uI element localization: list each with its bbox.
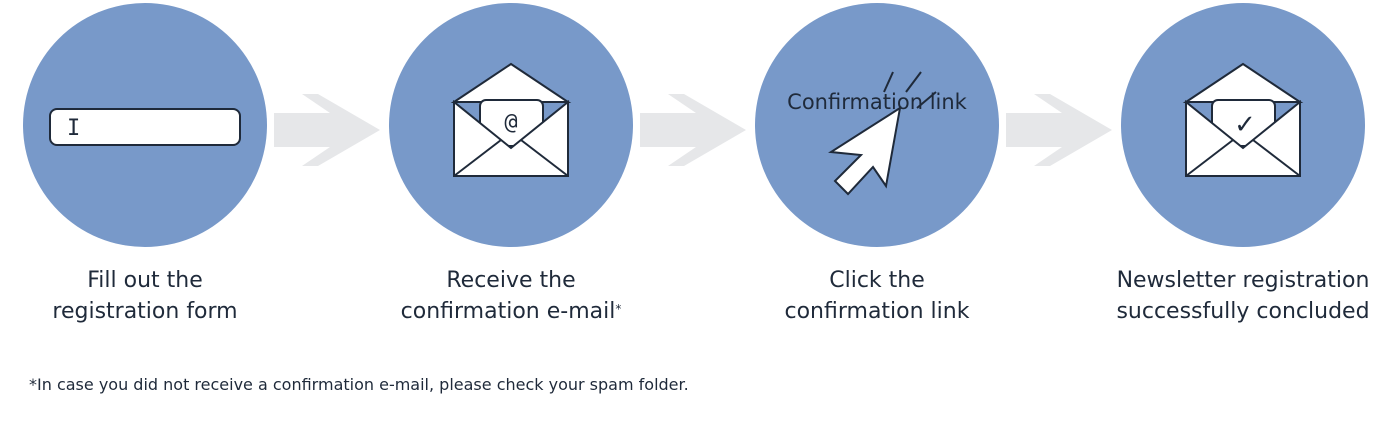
step-4-caption: Newsletter registration successfully con…	[1103, 265, 1383, 327]
envelope-at-icon: @	[450, 62, 572, 177]
step-4-caption-line-2: successfully concluded	[1116, 299, 1370, 324]
connector-arrow-3	[1006, 94, 1112, 166]
step-2-caption-line-2: confirmation e-mail*	[371, 296, 651, 327]
check-symbol: ✓	[1234, 110, 1256, 140]
step-1-caption-line-2: registration form	[52, 299, 238, 324]
arrow-right-icon	[1006, 94, 1112, 166]
step-3-caption-line-1: Click the	[829, 268, 925, 293]
step-2-caption-line-1: Receive the	[446, 268, 576, 293]
at-symbol: @	[504, 110, 517, 135]
step-1-caption-line-1: Fill out the	[87, 268, 203, 293]
step-1-caption: Fill out the registration form	[5, 265, 285, 327]
footnote-marker: *	[615, 302, 622, 316]
cursor-click-icon: Confirmation link	[787, 71, 968, 196]
step-2-caption: Receive the confirmation e-mail*	[371, 265, 651, 327]
confirmation-link-text: Confirmation link	[787, 90, 968, 114]
step-2-caption-line-2-text: confirmation e-mail	[400, 299, 616, 324]
connector-arrow-1	[274, 94, 380, 166]
step-3-caption-line-2: confirmation link	[784, 299, 970, 324]
text-cursor-icon: I	[67, 116, 80, 141]
step-3-caption: Click the confirmation link	[737, 265, 1017, 327]
spam-folder-footnote: *In case you did not receive a confirmat…	[29, 375, 689, 394]
envelope-check-icon: ✓	[1182, 62, 1304, 177]
step-4-caption-line-1: Newsletter registration	[1116, 268, 1370, 293]
text-input-field-icon: I	[49, 108, 241, 146]
connector-arrow-2	[640, 94, 746, 166]
arrow-right-icon	[274, 94, 380, 166]
arrow-right-icon	[640, 94, 746, 166]
arrow-cursor-icon	[828, 105, 902, 196]
